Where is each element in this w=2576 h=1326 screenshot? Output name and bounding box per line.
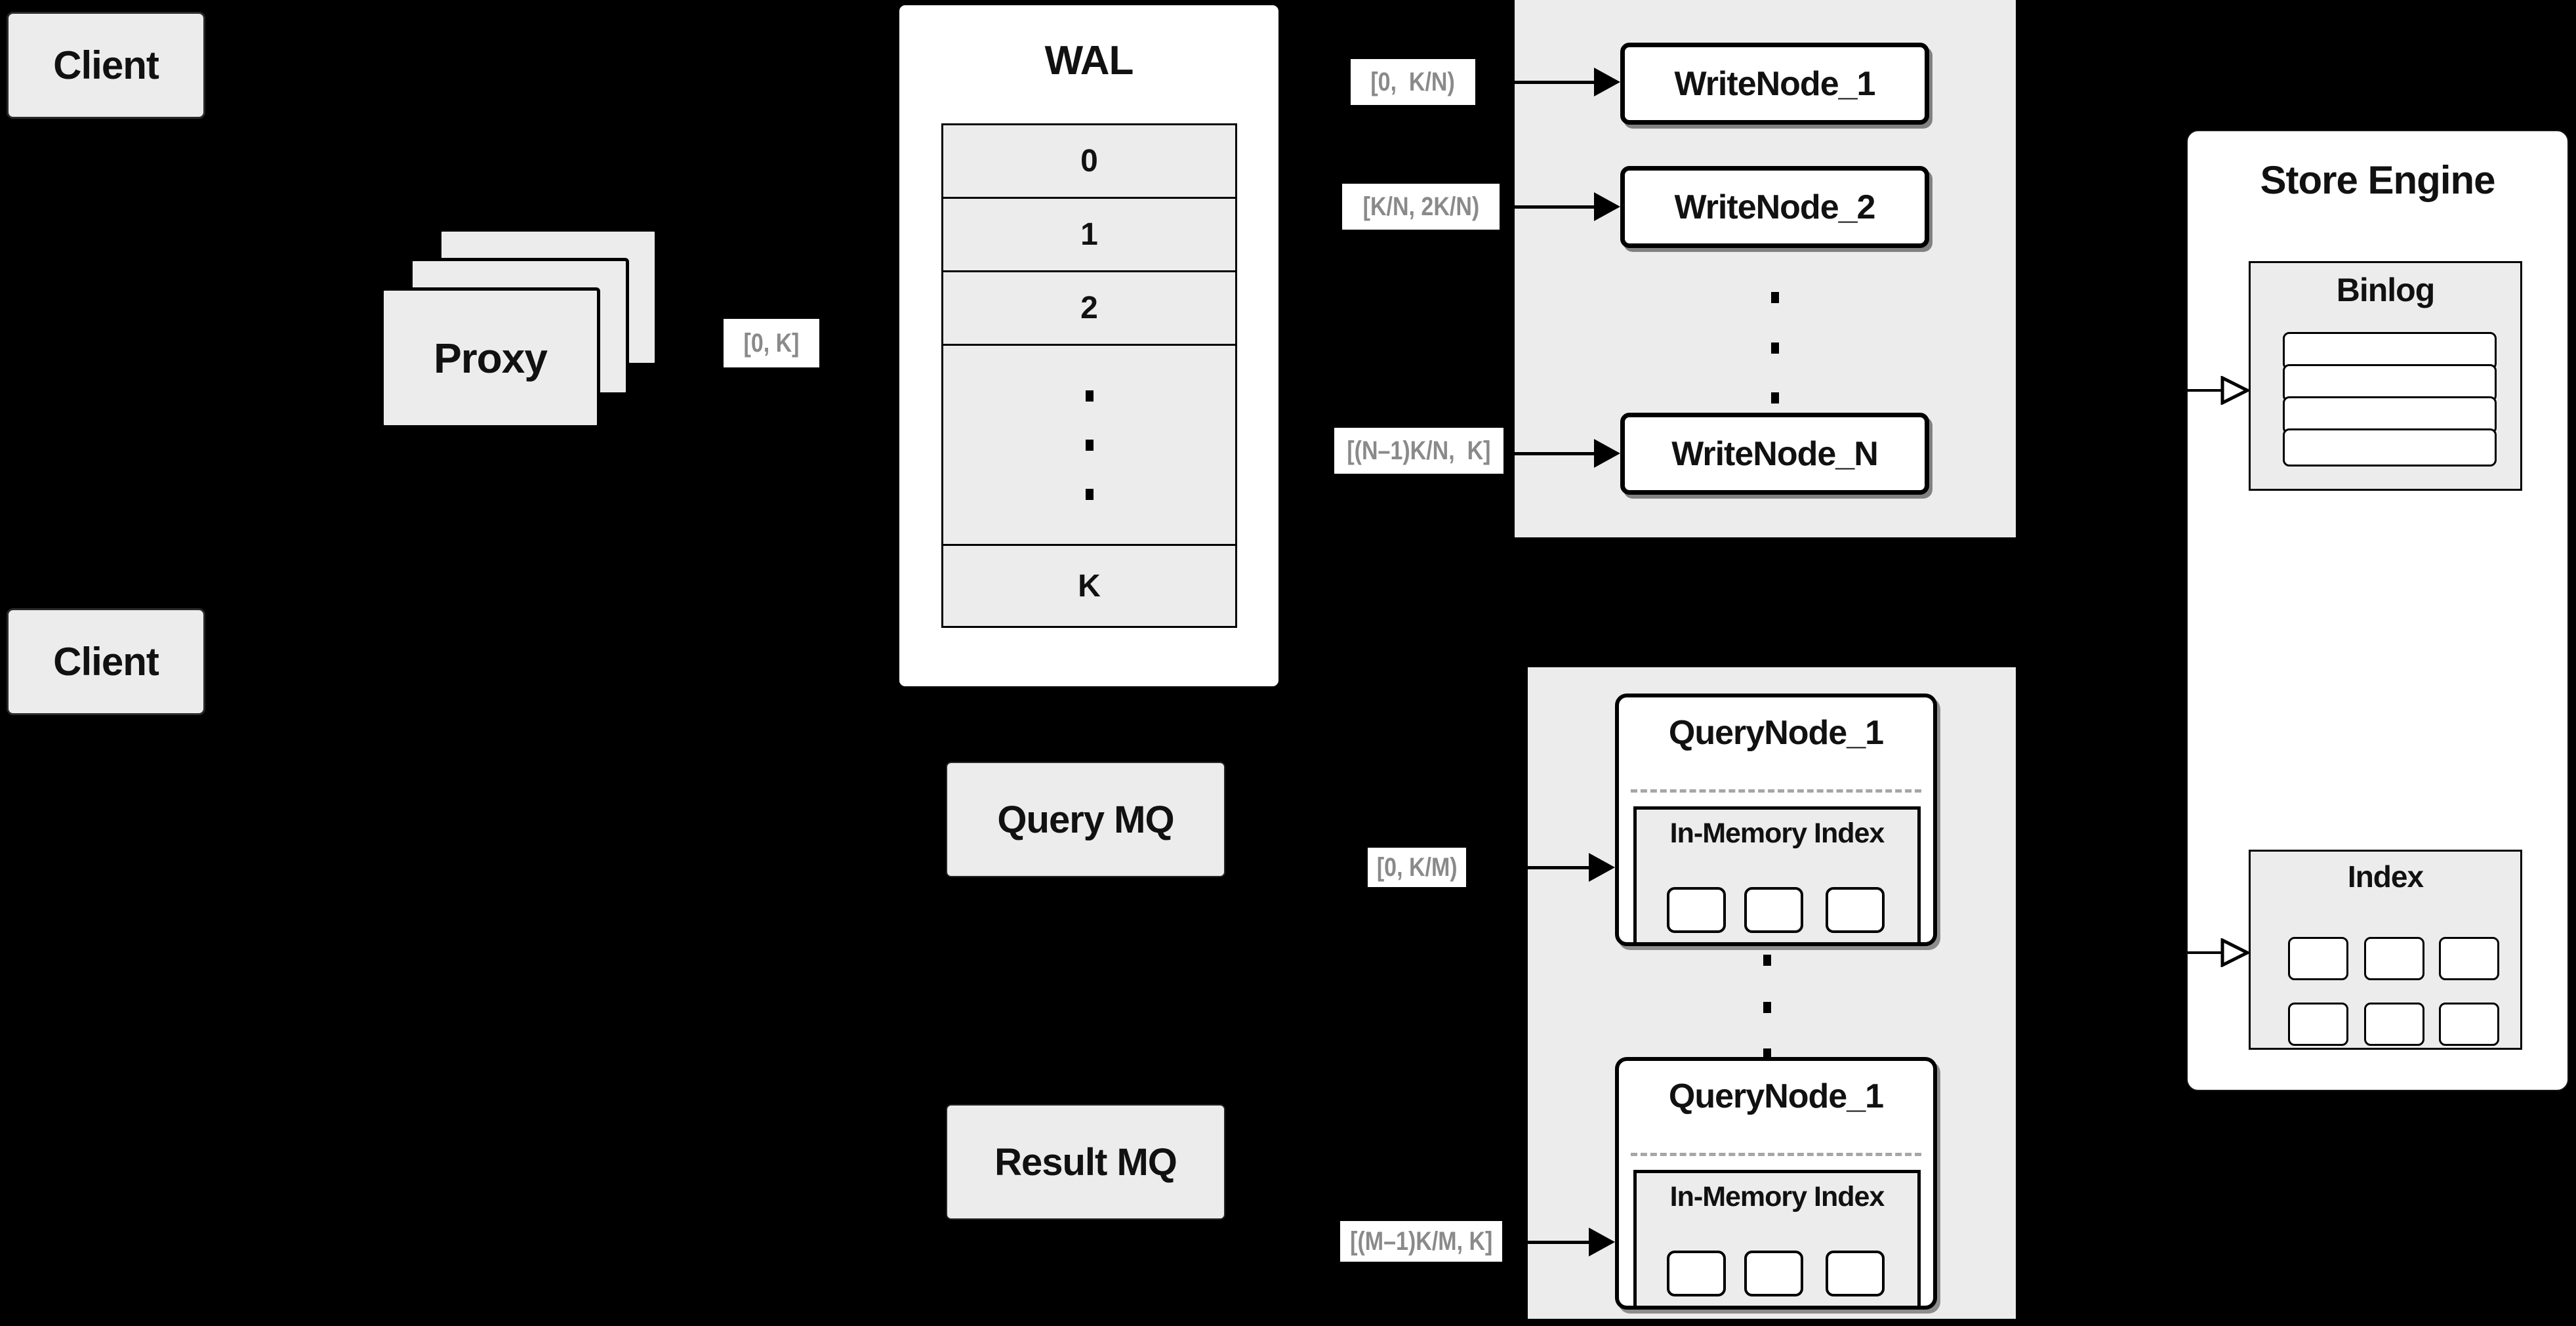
range-label-writenode-n: [(N–1)K/N, K] (1334, 428, 1503, 474)
ellipsis-dot (1771, 392, 1779, 404)
in-memory-index-top: In-Memory Index (1633, 806, 1921, 945)
client-box-top: Client (7, 12, 205, 119)
arrow-to-querynode-m (1502, 1241, 1589, 1244)
arrow-to-writenode-2 (1500, 205, 1594, 209)
write-node-2: WriteNode_2 (1620, 166, 1929, 248)
range-label-querynode-m: [(M–1)K/M, K] (1340, 1221, 1502, 1262)
arrowhead-icon (1594, 192, 1620, 221)
in-memory-index-bottom: In-Memory Index (1633, 1170, 1921, 1309)
index-file-chip (2288, 1003, 2348, 1046)
arrow-to-querynode-1 (1466, 866, 1589, 869)
wal-table: 0 1 2 K (941, 123, 1237, 628)
arrowhead-icon (1589, 1228, 1615, 1256)
wal-row-k: K (941, 544, 1237, 628)
index-segment-chip (1826, 1251, 1885, 1296)
proxy-label: Proxy (434, 334, 548, 382)
index-segment-chip (1744, 1251, 1803, 1296)
arrow-to-writenode-1 (1475, 81, 1594, 84)
index-title: Index (2347, 860, 2424, 894)
ellipsis-dot (1085, 488, 1094, 500)
ellipsis-dot (1771, 292, 1779, 303)
ellipsis-dot (1085, 439, 1094, 451)
index-segment-chip (1744, 887, 1803, 933)
write-node-1: WriteNode_1 (1620, 43, 1929, 125)
wal-row-2: 2 (941, 270, 1237, 346)
range-label-proxy-out: [0, K] (724, 319, 819, 367)
write-node-ellipsis (1771, 292, 1779, 404)
binlog-row (2283, 364, 2497, 402)
client-top-label: Client (53, 43, 159, 87)
binlog-title: Binlog (2336, 272, 2436, 308)
dashed-divider (1631, 1153, 1921, 1156)
arrowhead-icon (1589, 853, 1615, 882)
range-label-querynode-1: [0, K/M) (1368, 848, 1466, 887)
index-segment-chip (1667, 887, 1726, 933)
query-node-ellipsis (1763, 955, 1771, 1060)
result-mq-box: Result MQ (946, 1104, 1225, 1220)
index-file-chip (2439, 1003, 2499, 1046)
index-file-chip (2288, 937, 2348, 980)
index-file-chip (2364, 1003, 2424, 1046)
arrowhead-icon (1594, 439, 1620, 468)
dashed-divider (1631, 789, 1921, 793)
index-segment-chip (1667, 1251, 1726, 1296)
index-segment-chip (1826, 887, 1885, 933)
arrow-to-binlog (2187, 389, 2222, 392)
wal-row-0: 0 (941, 123, 1237, 199)
store-engine-title: Store Engine (2260, 157, 2495, 202)
index-file-chip (2439, 937, 2499, 980)
range-label-writenode-2: [K/N, 2K/N) (1342, 184, 1500, 230)
open-arrowhead-icon (2220, 376, 2249, 405)
open-arrowhead-icon (2220, 938, 2249, 967)
range-label-writenode-1: [0, K/N) (1351, 59, 1475, 105)
arrow-to-writenode-n (1503, 452, 1594, 455)
client-bottom-label: Client (53, 640, 159, 684)
query-mq-box: Query MQ (946, 762, 1225, 877)
arrowhead-icon (1594, 68, 1620, 96)
ellipsis-dot (1771, 342, 1779, 354)
query-node-top-title: QueryNode_1 (1668, 714, 1884, 752)
binlog-row (2283, 428, 2497, 466)
proxy-box: Proxy (380, 287, 600, 428)
wal-title: WAL (1044, 37, 1134, 83)
ellipsis-dot (1763, 955, 1771, 966)
binlog-row (2283, 332, 2497, 370)
arrow-to-index (2187, 951, 2222, 954)
index-file-chip (2364, 937, 2424, 980)
client-box-bottom: Client (7, 608, 205, 715)
ellipsis-dot (1763, 1001, 1771, 1013)
ellipsis-dot (1763, 1048, 1771, 1060)
ellipsis-dot (1085, 390, 1094, 402)
wal-row-1: 1 (941, 197, 1237, 272)
wal-row-ellipsis (941, 344, 1237, 546)
write-node-n: WriteNode_N (1620, 413, 1929, 495)
query-node-bottom-title: QueryNode_1 (1668, 1077, 1884, 1115)
